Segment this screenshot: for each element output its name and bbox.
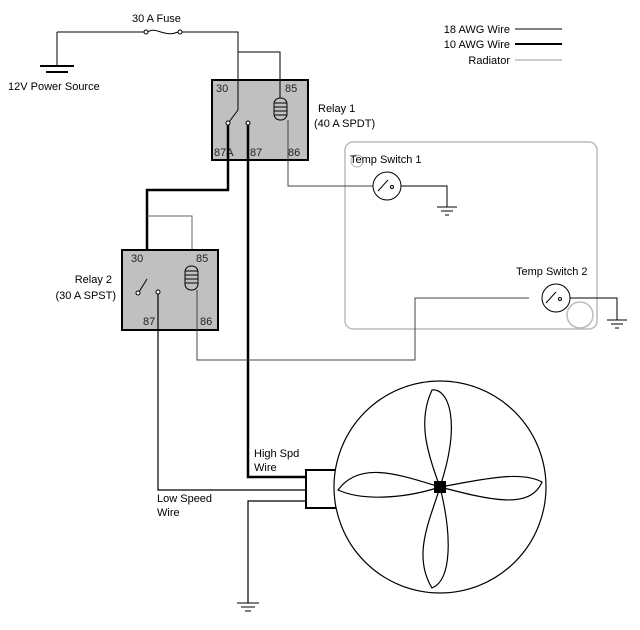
temp-switch-1: Temp Switch 1 [350, 154, 422, 201]
power-source: 12V Power Source [8, 32, 100, 93]
relay-2-rating: (30 A SPST) [55, 290, 116, 302]
fan [333, 380, 547, 594]
fuse-icon [147, 29, 179, 35]
relay-2: 30 85 87 86 Relay 2 (30 A SPST) [55, 249, 219, 331]
relay-1-coil-icon [273, 97, 288, 121]
ground-icon-1 [437, 206, 457, 216]
low-speed-wire-label-2: Wire [157, 507, 180, 519]
relay-1-switch-icon [228, 109, 239, 123]
legend-radiator-label: Radiator [468, 55, 510, 67]
low-speed-wire-label-1: Low Speed [157, 493, 212, 505]
ground-icon-2 [607, 319, 627, 329]
relay-2-pin-30: 30 [131, 253, 143, 265]
ground-icon-3 [237, 602, 259, 612]
relay-2-coil-icon [184, 265, 199, 291]
radiator-drain-icon [566, 301, 594, 329]
relay-2-name: Relay 2 [75, 274, 112, 286]
legend-10awg-label: 10 AWG Wire [444, 39, 510, 51]
relay-2-pin-86: 86 [200, 316, 212, 328]
fan-hub [434, 481, 446, 493]
relay-1-pin-85: 85 [285, 83, 297, 95]
high-speed-wire-label-2: Wire [254, 462, 277, 474]
temp-switch-1-label: Temp Switch 1 [350, 154, 422, 166]
relay-1-rating: (40 A SPDT) [314, 118, 375, 130]
relay-2-body [121, 249, 219, 331]
power-source-label: 12V Power Source [8, 81, 100, 93]
relay-2-pin-87: 87 [143, 316, 155, 328]
relay-1-pin-87a: 87A [214, 147, 234, 159]
relay-1-name: Relay 1 [318, 103, 355, 115]
relay-1-body [211, 79, 309, 161]
relay-2-switch-icon [138, 278, 148, 293]
temp-switch-2-icon [541, 283, 571, 313]
legend: 18 AWG Wire 10 AWG Wire Radiator [444, 24, 562, 67]
relay-1-pin-30: 30 [216, 83, 228, 95]
temp-switch-2-label: Temp Switch 2 [516, 266, 588, 278]
high-speed-wire-label-1: High Spd [254, 448, 299, 460]
fuse: 30 A Fuse [132, 13, 183, 35]
legend-18awg-label: 18 AWG Wire [444, 24, 510, 36]
relay-2-pin-85: 85 [196, 253, 208, 265]
radiator-cap-icon [350, 154, 364, 168]
fuse-label: 30 A Fuse [132, 13, 181, 25]
radiator-outline [344, 141, 598, 330]
relay-1: 30 85 87A 87 86 Relay 1 (40 A SPDT) [211, 79, 375, 161]
fan-connector [305, 469, 337, 509]
temp-switch-1-icon [372, 171, 402, 201]
relay-1-pin-86: 86 [288, 147, 300, 159]
relay-1-pin-87: 87 [250, 147, 262, 159]
temp-switch-2: Temp Switch 2 [516, 266, 588, 313]
fan-blades-icon [337, 389, 543, 589]
